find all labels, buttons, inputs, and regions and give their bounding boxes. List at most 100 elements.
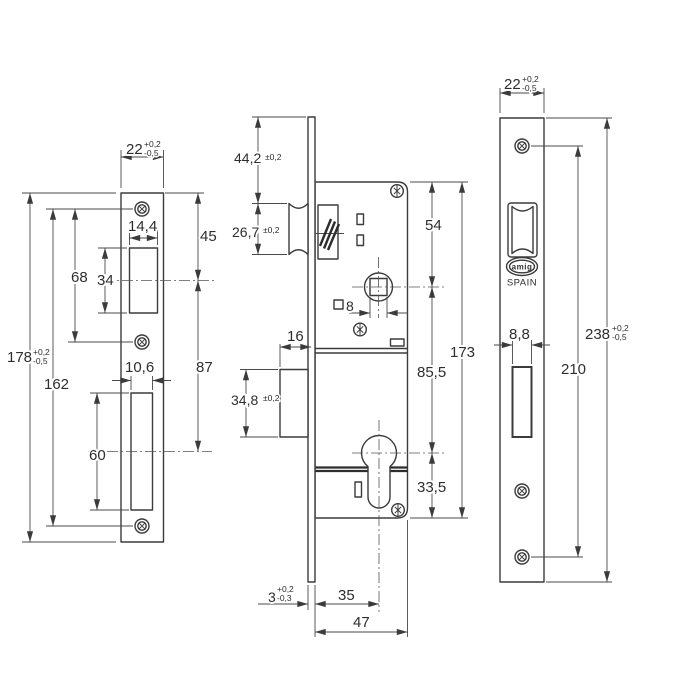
dim-label: 162 (44, 376, 69, 393)
brand-logo: amig (505, 256, 539, 277)
dim-tol-plus: +0,2 (144, 139, 161, 149)
dim-latch-to-bolt-axis: 87 (194, 280, 215, 452)
dim-screw-pitch-outer: 162 (42, 208, 133, 527)
dim-tol: ±0,2 (265, 152, 282, 162)
dim-bolt-height: 34,8 ±0,2 (229, 369, 281, 438)
dim-top-to-latch-axis: 45 (165, 192, 219, 281)
faceplate-screw-middle (514, 483, 530, 499)
cylinder-centerlines (352, 420, 446, 612)
dim-label: 10,6 (125, 359, 154, 376)
dim-label: 34 (97, 272, 114, 289)
dim-tol-minus: -0,3 (277, 593, 292, 603)
dim-latch-slot-width: 14,4 (126, 216, 159, 245)
dim-tol-plus: +0,2 (612, 323, 629, 333)
dim-tol: ±0,2 (263, 393, 280, 403)
case-screw-top (390, 183, 405, 198)
dim-faceplate-screw-pitch: 210 (531, 145, 588, 558)
fixing-hole-upper (356, 213, 365, 226)
dim-plate-thickness: 3 +0,2 -0,3 (258, 583, 316, 637)
dim-label: 22 (126, 141, 143, 158)
screw-hole-middle (134, 334, 150, 350)
euro-cylinder-hole (360, 434, 398, 509)
dim-backset: 35 (315, 585, 379, 608)
dim-tol-minus: -0,5 (522, 83, 537, 93)
dim-top-to-follower: 54 (423, 182, 444, 287)
dim-label: 54 (425, 217, 442, 234)
dim-label: 210 (561, 361, 586, 378)
dim-spindle-square: 8 (333, 296, 408, 318)
dim-bolt-slot-width: 10,6 (112, 357, 171, 390)
faceplate-screw-bottom (514, 549, 530, 565)
dim-bolt-protrusion: 16 (279, 326, 311, 367)
lock-body-view: 44,2 ±0,2 26,7 ±0,2 54 85,5 33,5 173 (229, 116, 477, 637)
dim-cylinder-to-bottom: 33,5 (415, 453, 448, 518)
deadbolt-cutout-front (511, 366, 533, 438)
square-symbol (333, 299, 344, 310)
dim-label: 87 (196, 359, 213, 376)
dim-label: 26,7 (232, 224, 259, 240)
stump-slot (389, 338, 405, 347)
origin-text: SPAIN (507, 278, 537, 289)
fixing-hole-lower (356, 234, 365, 247)
dim-label: 44,2 (234, 150, 261, 166)
faceplate-view: amig SPAIN 22 +0,2 -0,5 238 +0,2 -0,5 21… (494, 73, 631, 583)
dim-faceplate-height: 238 +0,2 -0,5 (546, 117, 631, 583)
dim-tol-plus: +0,2 (33, 347, 50, 357)
keyway-slot (354, 481, 363, 498)
dim-plate-top-to-latch: 44,2 ±0,2 (232, 116, 306, 204)
case-parting-lines (315, 347, 408, 354)
dim-strike-height: 178 +0,2 -0,5 (5, 192, 116, 543)
case-screw-bottom (391, 503, 406, 518)
dim-tol-minus: -0,5 (33, 356, 48, 366)
dim-label: 16 (287, 328, 304, 345)
dim-label: 14,4 (128, 218, 157, 235)
dim-label: 178 (7, 349, 32, 366)
screw-hole-bottom (134, 518, 150, 534)
dim-label: 85,5 (417, 364, 446, 381)
dim-bolt-slot-width-front: 8,8 (494, 324, 550, 364)
screw-hole-top (134, 201, 150, 217)
dim-label: 68 (71, 269, 88, 286)
dim-label: 34,8 (231, 392, 258, 408)
roller-latch-side (288, 202, 309, 256)
dim-tol: ±0,2 (263, 225, 280, 235)
dim-label: 45 (200, 228, 217, 245)
dim-label: 173 (450, 344, 475, 361)
dim-case-depth: 47 (315, 520, 408, 637)
lock-case-outline (314, 181, 409, 519)
case-dark-band (315, 466, 408, 473)
latch-spring-housing (317, 204, 339, 260)
dim-latch-height: 26,7 ±0,2 (230, 203, 287, 255)
dim-tol-plus: +0,2 (522, 74, 539, 84)
dim-label: 8,8 (509, 326, 530, 343)
dim-tol-minus: -0,5 (144, 148, 159, 158)
dim-label: 35 (338, 587, 355, 604)
dim-tol-plus: +0,2 (277, 584, 294, 594)
brand-text: amig (512, 263, 533, 272)
latch-spring (312, 218, 344, 251)
dim-tol-minus: -0,5 (612, 332, 627, 342)
dim-strike-width: 22 +0,2 -0,5 (120, 138, 164, 188)
dim-label: 60 (89, 447, 106, 464)
dim-screw-pitch-upper: 68 (68, 209, 133, 343)
roller-latch-front (511, 205, 534, 255)
dim-label: 3 (268, 589, 276, 605)
dim-label: 22 (504, 76, 521, 93)
case-screw-middle (353, 322, 368, 337)
dim-case-height: 173 (448, 182, 477, 518)
dim-label: 8 (346, 298, 354, 314)
faceplate-outline (499, 117, 545, 583)
strike-plate-view: 22 +0,2 -0,5 178 +0,2 -0,5 162 68 34 (5, 138, 219, 543)
follower-centerlines (352, 257, 446, 318)
dim-label: 33,5 (417, 479, 446, 496)
faceplate-screw-top (514, 138, 530, 154)
dim-faceplate-width: 22 +0,2 -0,5 (499, 73, 545, 113)
dim-label: 47 (353, 614, 370, 631)
dim-label: 238 (585, 326, 610, 343)
faceplate-side-outline (307, 116, 316, 583)
dim-follower-to-cylinder: 85,5 (415, 287, 448, 453)
dim-bolt-slot-height: 60 (87, 392, 129, 511)
deadbolt-side (279, 368, 309, 438)
